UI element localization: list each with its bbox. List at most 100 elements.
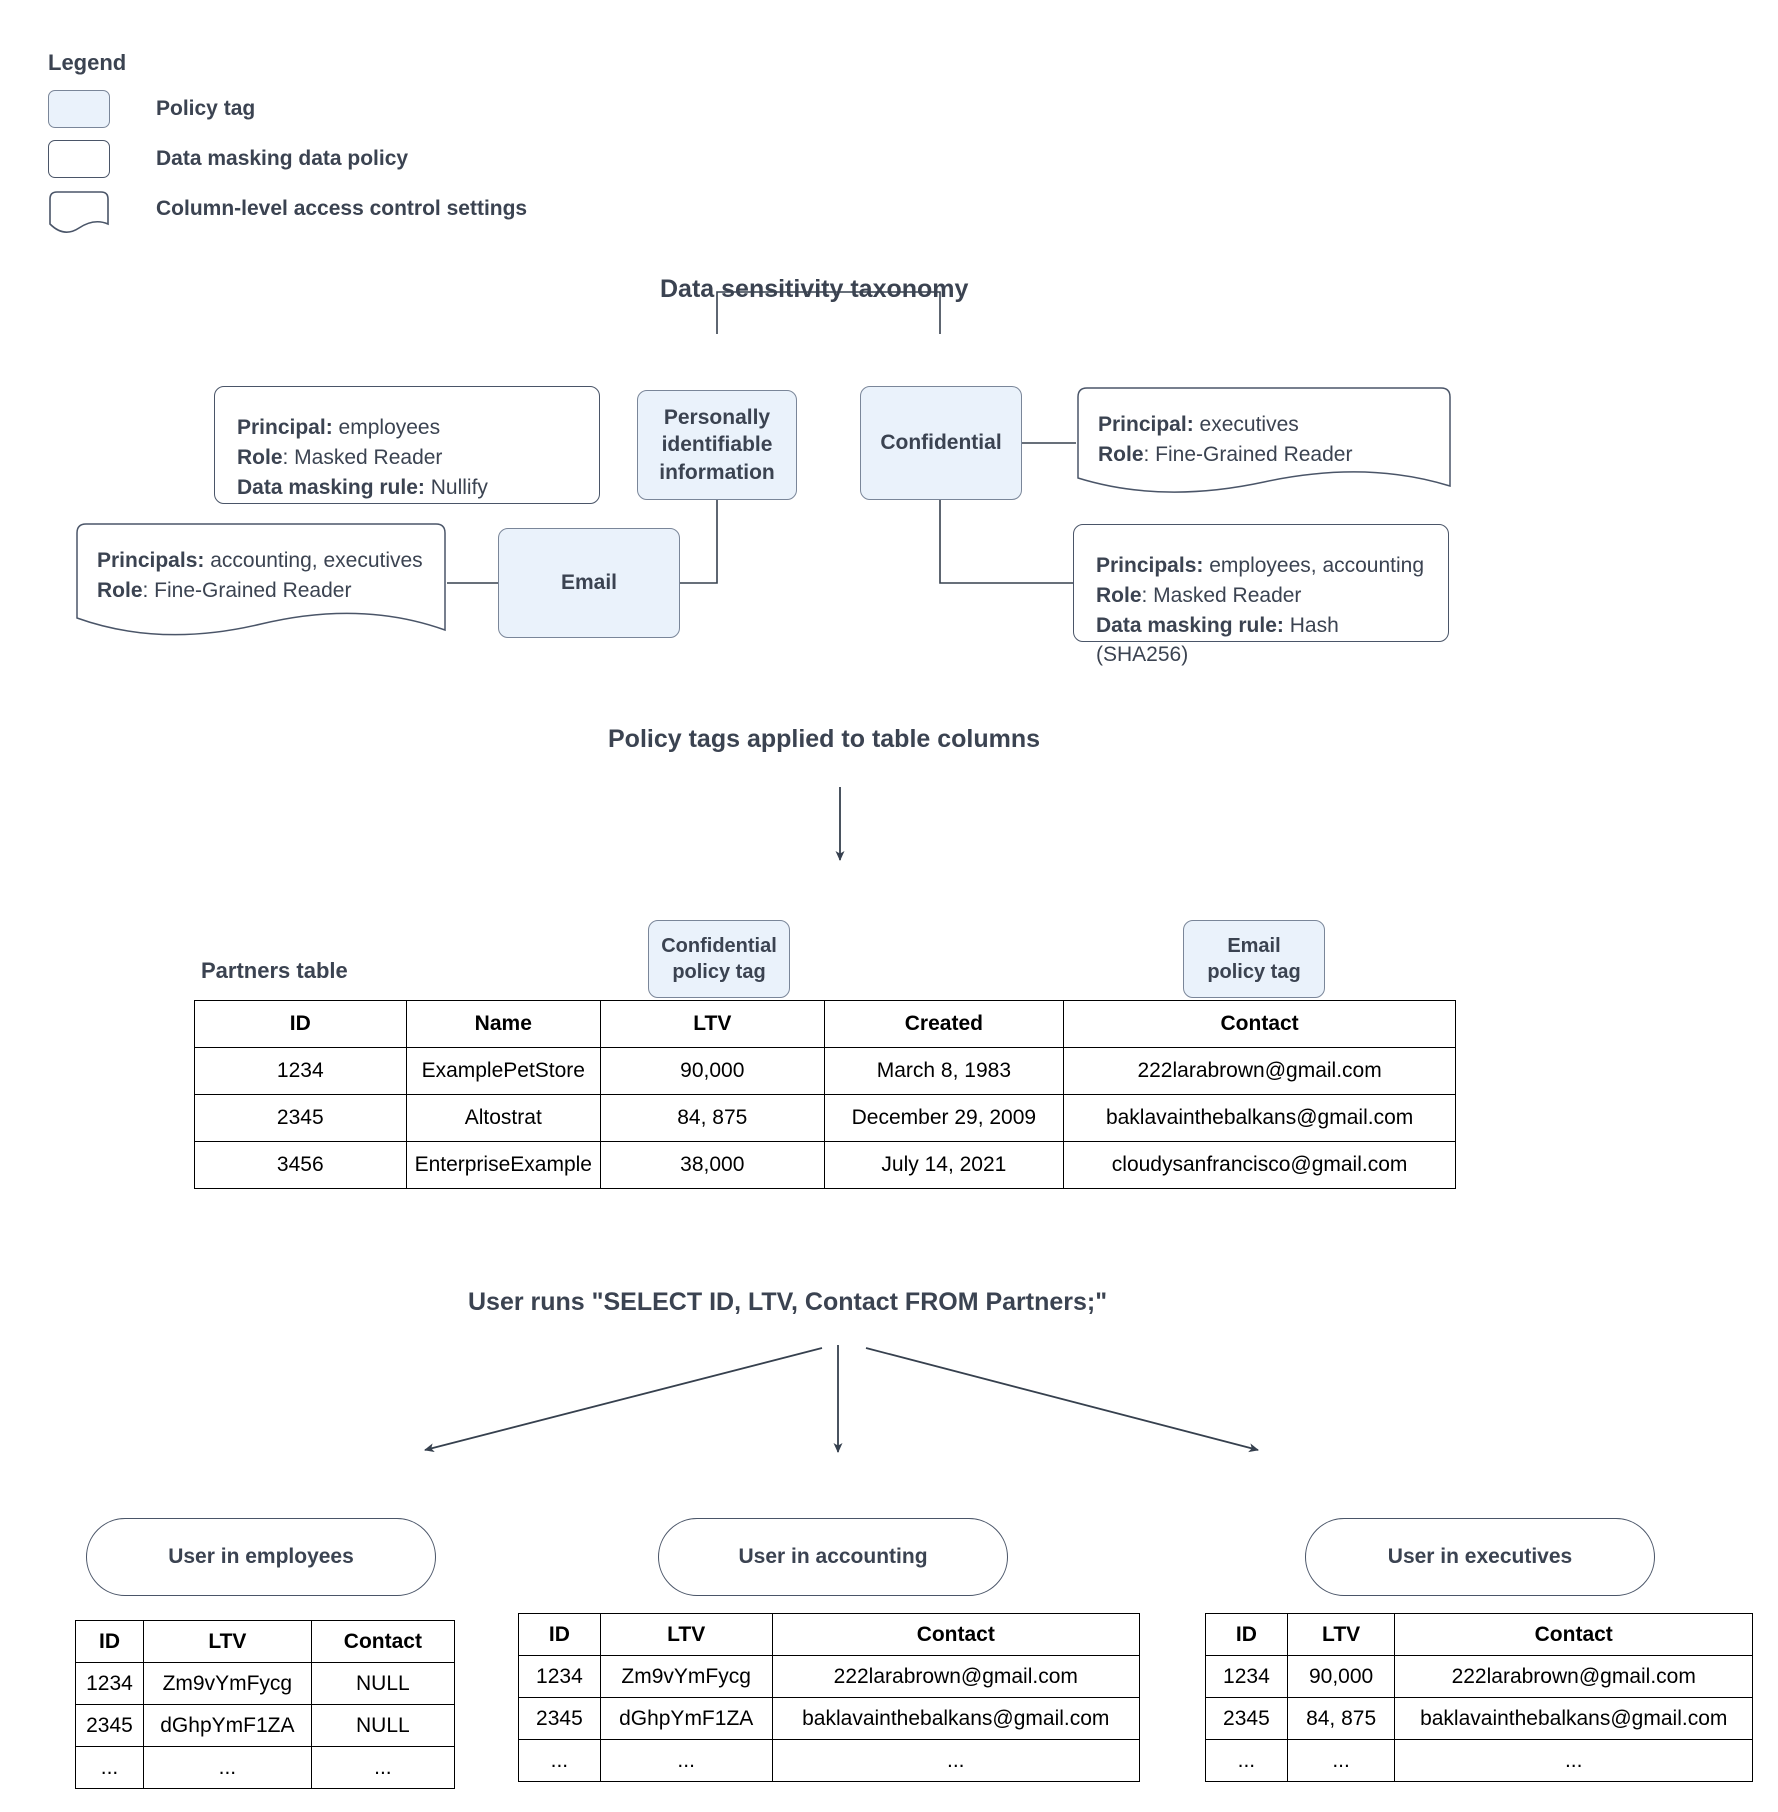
- table-cell: 1234: [518, 1655, 601, 1698]
- actor-label: User in accounting: [738, 1545, 928, 1568]
- actor-label: User in executives: [1387, 1545, 1573, 1568]
- applied-heading: Policy tags applied to table columns: [608, 725, 1041, 753]
- column-header: Contact: [1063, 1000, 1456, 1048]
- table-cell: ...: [771, 1739, 1141, 1782]
- legend-title: Legend: [48, 50, 127, 75]
- legend-item-data-masking-policy: Data masking data policy: [48, 136, 527, 182]
- role-label: Role: [97, 578, 143, 602]
- role-label: Role: [237, 445, 283, 469]
- table-cell: ExamplePetStore: [405, 1047, 601, 1095]
- legend-item-column-access-settings: Column-level access control settings: [48, 186, 527, 233]
- role-label: Role: [1096, 583, 1142, 607]
- table-cell: cloudysanfrancisco@gmail.com: [1063, 1141, 1456, 1189]
- table-cell: ...: [75, 1746, 144, 1789]
- table-cell: baklavainthebalkans@gmail.com: [1394, 1697, 1753, 1740]
- actor-label: User in employees: [168, 1545, 354, 1568]
- policy-tag-badge-name: Email: [1227, 935, 1281, 957]
- table-cell: 1234: [1205, 1655, 1288, 1698]
- column-header: LTV: [599, 1613, 773, 1656]
- policy-tag-badge-suffix: policy tag: [672, 961, 766, 983]
- policy-tag-pii-label: Personally identifiable information: [659, 406, 775, 484]
- actor-employees[interactable]: User in employees: [86, 1518, 436, 1596]
- policy-tag-badge-confidential[interactable]: Confidential policy tag: [648, 920, 790, 998]
- table-cell: December 29, 2009: [823, 1094, 1065, 1142]
- table-cell: 222larabrown@gmail.com: [1394, 1655, 1753, 1698]
- table-cell: July 14, 2021: [823, 1141, 1065, 1189]
- actor-accounting[interactable]: User in accounting: [658, 1518, 1008, 1596]
- table-cell: ...: [1286, 1739, 1396, 1782]
- column-header: LTV: [142, 1620, 312, 1663]
- principal-value: employees: [338, 416, 441, 439]
- policy-tag-confidential[interactable]: Confidential: [860, 386, 1022, 500]
- table-cell: 2345: [194, 1094, 407, 1142]
- column-header: LTV: [599, 1000, 825, 1048]
- table-cell: ...: [518, 1739, 601, 1782]
- table-cell: 2345: [1205, 1697, 1288, 1740]
- column-access-settings-swatch-icon: [48, 190, 110, 233]
- column-header: ID: [518, 1613, 601, 1656]
- table-row: .........: [518, 1739, 1141, 1782]
- table-cell: EnterpriseExample: [405, 1141, 601, 1189]
- table-cell: ...: [310, 1746, 456, 1789]
- data-masking-policy-pii: Principal: employees Role: Masked Reader…: [214, 386, 600, 504]
- policy-tag-badge-name: Confidential: [661, 935, 777, 957]
- table-cell: 1234: [194, 1047, 407, 1095]
- table-cell: March 8, 1983: [823, 1047, 1065, 1095]
- role-label: Role: [1098, 442, 1144, 466]
- table-cell: 1234: [75, 1662, 144, 1705]
- masking-rule-label: Data masking rule:: [1096, 613, 1284, 637]
- table-cell: ...: [142, 1746, 312, 1789]
- table-row: .........: [75, 1746, 456, 1789]
- table-cell: Zm9vYmFycg: [142, 1662, 312, 1705]
- table-cell: ...: [599, 1739, 773, 1782]
- column-header: Contact: [771, 1613, 1141, 1656]
- table-cell: 90,000: [599, 1047, 825, 1095]
- taxonomy-heading: Data sensitivity taxonomy: [660, 275, 969, 303]
- table-cell: Altostrat: [405, 1094, 601, 1142]
- table-cell: ...: [1205, 1739, 1288, 1782]
- policy-tag-email[interactable]: Email: [498, 528, 680, 638]
- table-cell: 84, 875: [1286, 1697, 1396, 1740]
- policy-tag-pii[interactable]: Personally identifiable information: [637, 390, 797, 500]
- table-row: .........: [1205, 1739, 1753, 1782]
- data-masking-policy-confidential: Principals: employees, accounting Role: …: [1073, 524, 1449, 666]
- data-masking-policy-swatch-icon: [48, 140, 110, 178]
- principal-label: Principal:: [1098, 413, 1194, 436]
- policy-tag-badge-email[interactable]: Email policy tag: [1183, 920, 1325, 998]
- table-cell: 222larabrown@gmail.com: [1063, 1047, 1456, 1095]
- table-cell: ...: [1394, 1739, 1753, 1782]
- masking-rule-label: Data masking rule:: [237, 475, 425, 499]
- table-cell: NULL: [310, 1704, 456, 1747]
- table-cell: dGhpYmF1ZA: [142, 1704, 312, 1747]
- column-header: Contact: [310, 1620, 456, 1663]
- policy-tag-email-label: Email: [560, 571, 618, 595]
- query-heading: User runs "SELECT ID, LTV, Contact FROM …: [468, 1288, 1108, 1316]
- actor-executives[interactable]: User in executives: [1305, 1518, 1655, 1596]
- column-header: Contact: [1394, 1613, 1753, 1656]
- masking-rule-value: Nullify: [430, 475, 488, 499]
- principal-value: accounting, executives: [210, 549, 423, 572]
- legend-item-label: Policy tag: [156, 97, 256, 120]
- table-cell: 90,000: [1286, 1655, 1396, 1698]
- principal-value: employees, accounting: [1209, 554, 1425, 577]
- column-access-settings-email: Principals: accounting, executives Role:…: [75, 522, 447, 650]
- table-cell: baklavainthebalkans@gmail.com: [771, 1697, 1141, 1740]
- column-header: LTV: [1286, 1613, 1396, 1656]
- column-header: ID: [194, 1000, 407, 1048]
- legend: Legend Policy tag Data masking data poli…: [48, 50, 527, 236]
- table-cell: 3456: [194, 1141, 407, 1189]
- principal-label: Principals:: [97, 549, 205, 572]
